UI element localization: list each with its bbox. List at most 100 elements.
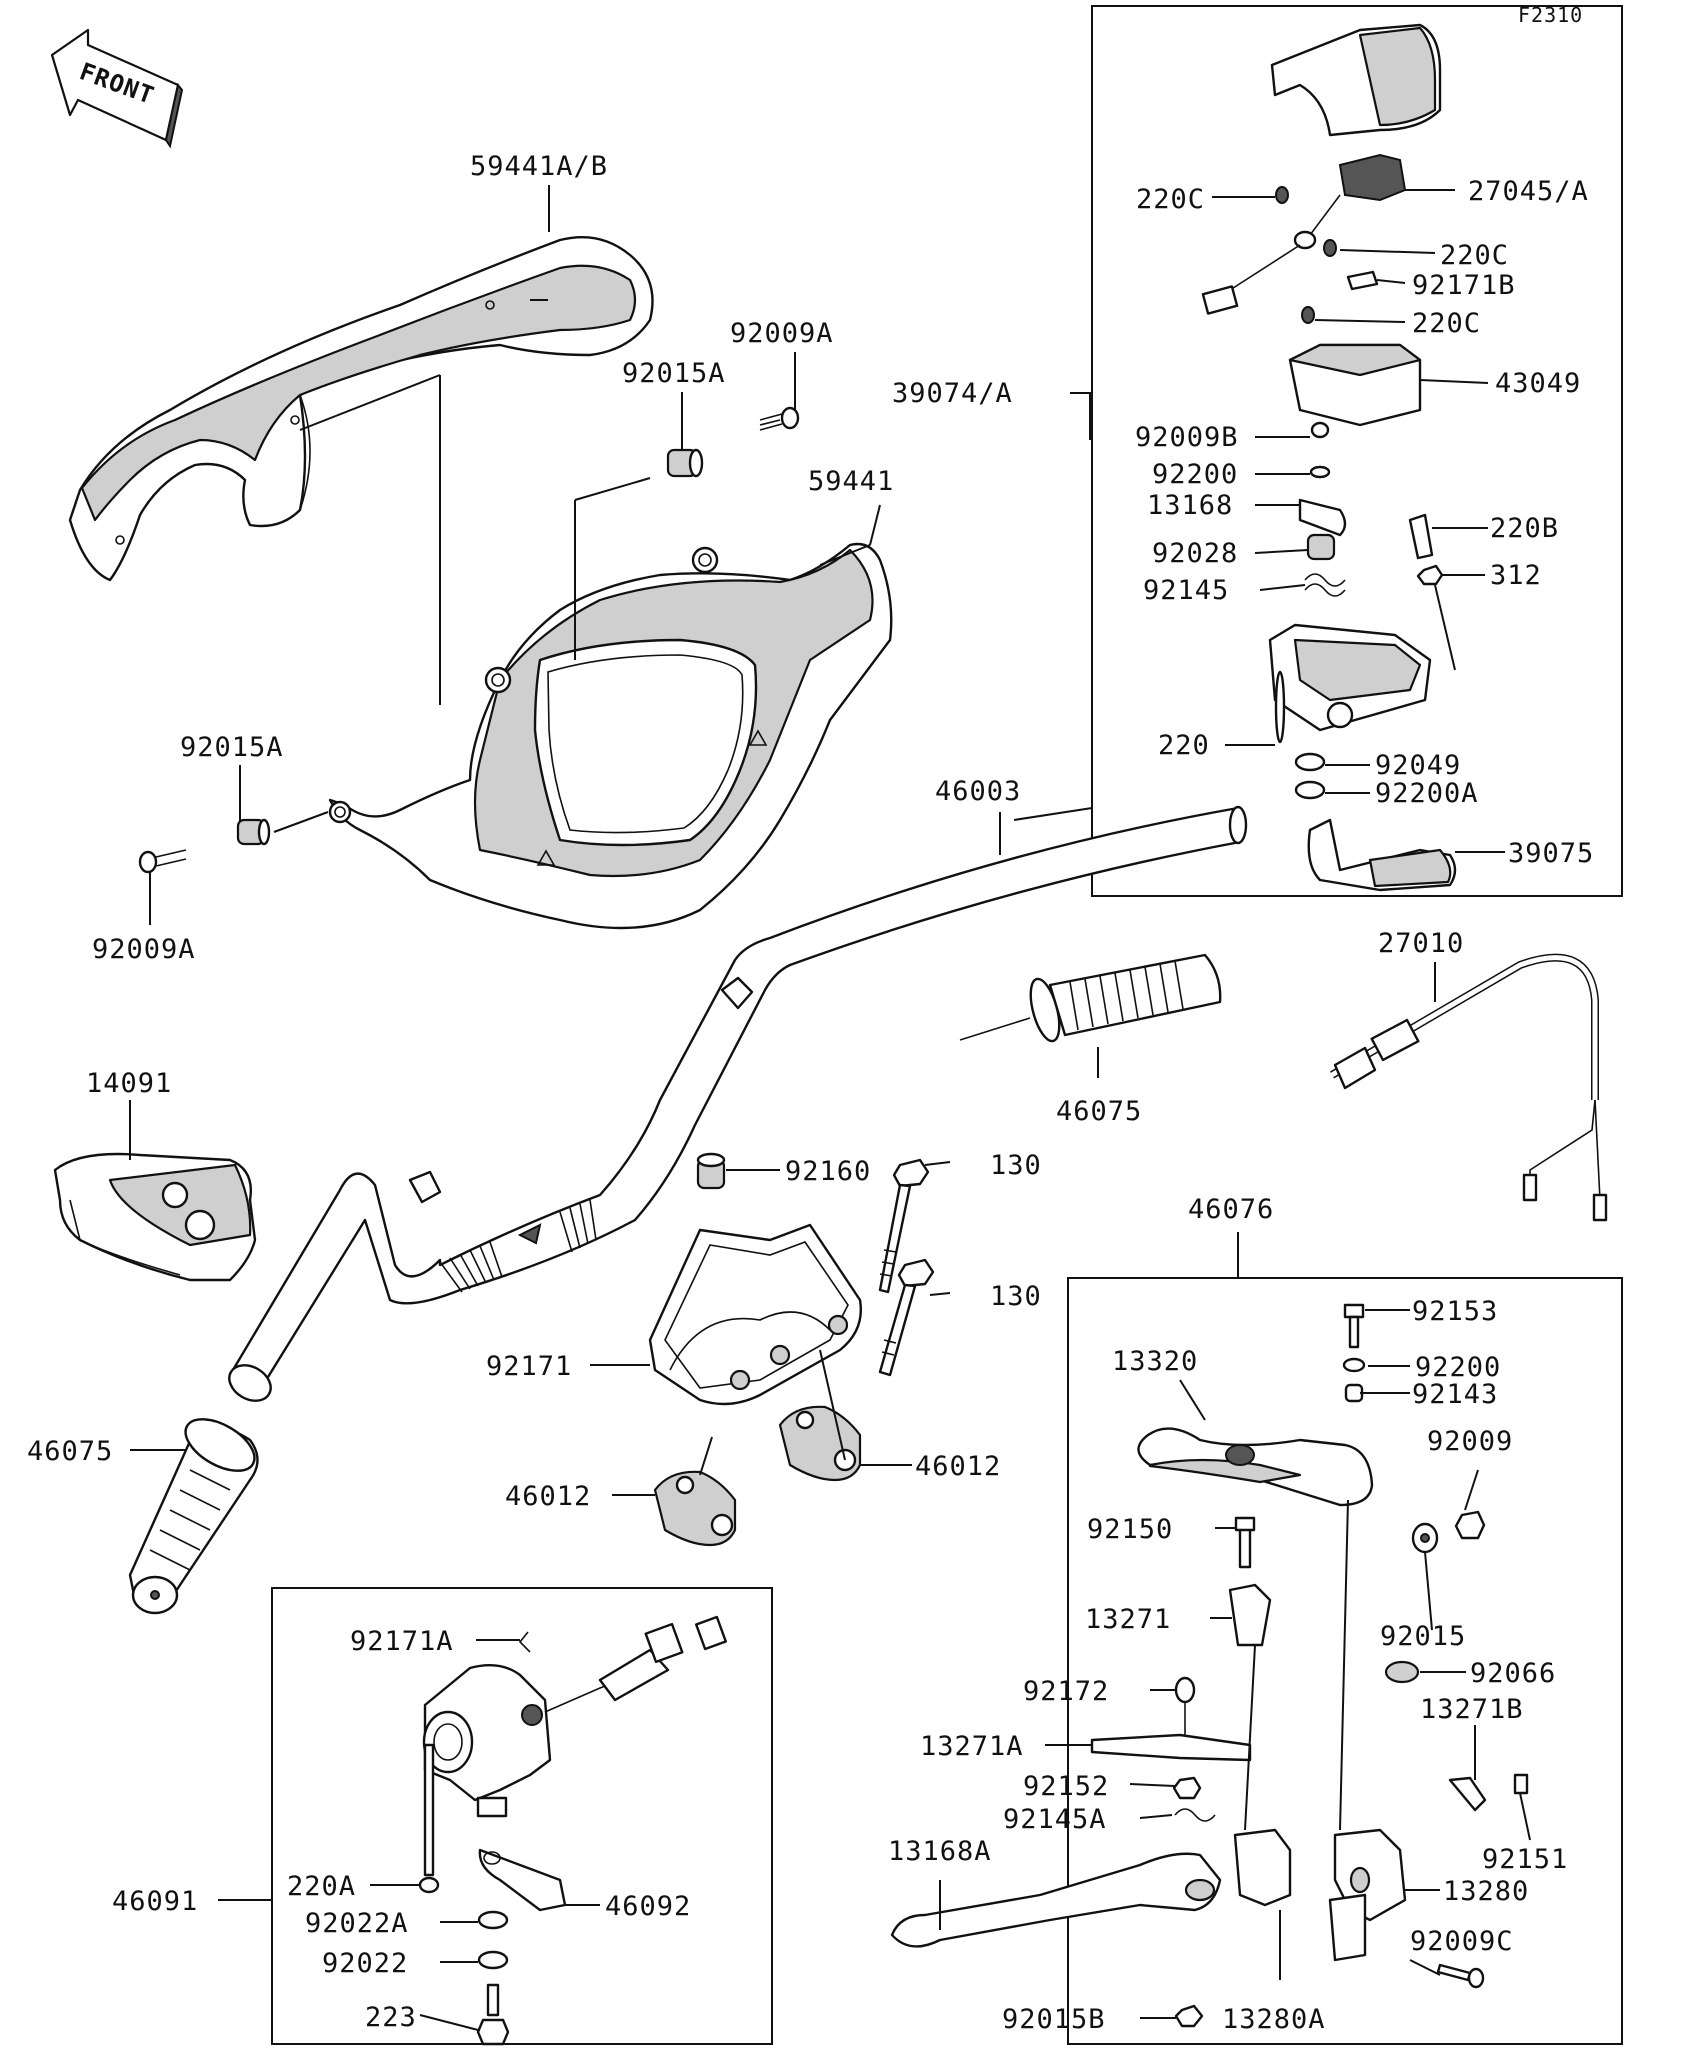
label-46012-right: 46012	[915, 1451, 1001, 1482]
switch-small-parts	[418, 1631, 567, 2046]
screw-220c-set	[1275, 186, 1337, 324]
label-92143: 92143	[1412, 1379, 1498, 1410]
label-223: 223	[365, 2002, 417, 2033]
label-92200-right: 92200	[1415, 1352, 1501, 1383]
bracket-13271a	[1090, 1676, 1252, 1762]
label-92022a: 92022A	[305, 1908, 409, 1939]
label-13271: 13271	[1085, 1604, 1171, 1635]
label-312: 312	[1490, 560, 1542, 591]
label-39075: 39075	[1508, 838, 1594, 869]
label-220c-2: 220C	[1440, 240, 1509, 271]
label-92049: 92049	[1375, 750, 1461, 781]
lever-13320	[1137, 1427, 1374, 1507]
label-92009a-top: 92009A	[730, 318, 834, 349]
label-92145: 92145	[1143, 575, 1229, 606]
label-59441: 59441	[808, 466, 894, 497]
throttle-small-parts	[1298, 421, 1347, 597]
bolt-130-upper	[878, 1158, 930, 1294]
label-14091: 14091	[86, 1068, 172, 1099]
bracket-13271	[1228, 1516, 1272, 1647]
label-59441ab: 59441A/B	[470, 151, 608, 182]
label-92153: 92153	[1412, 1296, 1498, 1327]
throttle-case	[1268, 623, 1432, 732]
label-92009a-left: 92009A	[92, 934, 196, 965]
label-46091: 46091	[112, 1886, 198, 1917]
cable-27010	[1329, 953, 1608, 1222]
label-46076: 46076	[1188, 1194, 1274, 1225]
label-92028: 92028	[1152, 538, 1238, 569]
nut-92152-spring-92145a	[1172, 1776, 1216, 1822]
label-13271a: 13271A	[920, 1731, 1024, 1762]
label-43049: 43049	[1495, 368, 1581, 399]
label-92150: 92150	[1087, 1514, 1173, 1545]
label-13168a: 13168A	[888, 1836, 992, 1867]
label-130-1: 130	[990, 1150, 1042, 1181]
bolt-130-lower	[878, 1258, 935, 1377]
holder-92171	[648, 1223, 862, 1406]
label-92200a: 92200A	[1375, 778, 1479, 809]
label-46012-left: 46012	[505, 1481, 591, 1512]
throttle-cover	[1270, 23, 1442, 137]
bracket-13271b	[1448, 1776, 1487, 1812]
label-92171a: 92171A	[350, 1626, 454, 1657]
label-46003: 46003	[935, 776, 1021, 807]
label-220c-3: 220C	[1412, 308, 1481, 339]
label-13280a: 13280A	[1222, 2004, 1326, 2035]
collar-92015a-left	[236, 818, 271, 846]
label-220: 220	[1158, 730, 1210, 761]
bolt-92151-92009c	[1436, 1773, 1529, 1989]
label-92015b: 92015B	[1002, 2004, 1106, 2035]
label-92015a-top: 92015A	[622, 358, 726, 389]
throttle-washers	[1274, 670, 1326, 800]
bolt-220b-nut-312	[1408, 513, 1444, 586]
plate-92171b	[1346, 270, 1379, 291]
label-92171: 92171	[486, 1351, 572, 1382]
handlebar-46003	[228, 805, 1248, 1402]
lever-39075	[1307, 818, 1457, 892]
part-labels: 59441A/B 92009A 92015A 59441 92015A 9200…	[27, 151, 1594, 2035]
label-13320: 13320	[1112, 1346, 1198, 1377]
nut-92015b	[1174, 2004, 1204, 2028]
clamp-46012-right	[778, 1405, 862, 1482]
label-27045a: 27045/A	[1468, 176, 1589, 207]
label-92145a: 92145A	[1003, 1804, 1107, 1835]
grip-46075-left	[128, 1418, 259, 1615]
lever-13168a	[890, 1852, 1222, 1948]
label-92015a-left: 92015A	[180, 732, 284, 763]
label-13280: 13280	[1443, 1876, 1529, 1907]
clamp-46012-left	[653, 1470, 737, 1547]
label-46075-right: 46075	[1056, 1096, 1142, 1127]
bracket-14091	[53, 1152, 257, 1282]
label-92172: 92172	[1023, 1676, 1109, 1707]
label-46092: 46092	[605, 1891, 691, 1922]
label-13168: 13168	[1147, 490, 1233, 521]
switch-housing-46091	[422, 1615, 727, 1818]
cap-92066	[1384, 1660, 1420, 1684]
label-92152: 92152	[1023, 1771, 1109, 1802]
label-220b: 220B	[1490, 513, 1559, 544]
front-arrow-icon: FRONT	[50, 28, 184, 149]
brake-lever-assembly-frame	[1067, 1277, 1623, 2045]
label-220c-1: 220C	[1136, 184, 1205, 215]
label-92009c: 92009C	[1410, 1926, 1514, 1957]
cover-43049	[1288, 343, 1422, 427]
collar-92160	[696, 1152, 726, 1190]
label-220a: 220A	[287, 1871, 356, 1902]
handlebar-cover-upper	[68, 236, 654, 582]
label-92160: 92160	[785, 1156, 871, 1187]
label-13271b: 13271B	[1420, 1694, 1524, 1725]
label-92200-top: 92200	[1152, 459, 1238, 490]
label-92009b: 92009B	[1135, 422, 1239, 453]
screw-92009a-top	[759, 406, 800, 431]
throttle-assembly-frame	[1091, 5, 1623, 897]
collar-92015a-top	[666, 448, 704, 478]
screw-92009a-left	[138, 849, 187, 874]
switch-assembly-frame	[271, 1587, 773, 2045]
label-92066: 92066	[1470, 1658, 1556, 1689]
handlebar-cover-lower	[328, 542, 893, 930]
label-92015: 92015	[1380, 1621, 1466, 1652]
label-92171b: 92171B	[1412, 270, 1516, 301]
bolt-92153	[1342, 1303, 1366, 1403]
grip-46075-right	[959, 953, 1222, 1043]
label-39074a: 39074/A	[892, 378, 1013, 409]
